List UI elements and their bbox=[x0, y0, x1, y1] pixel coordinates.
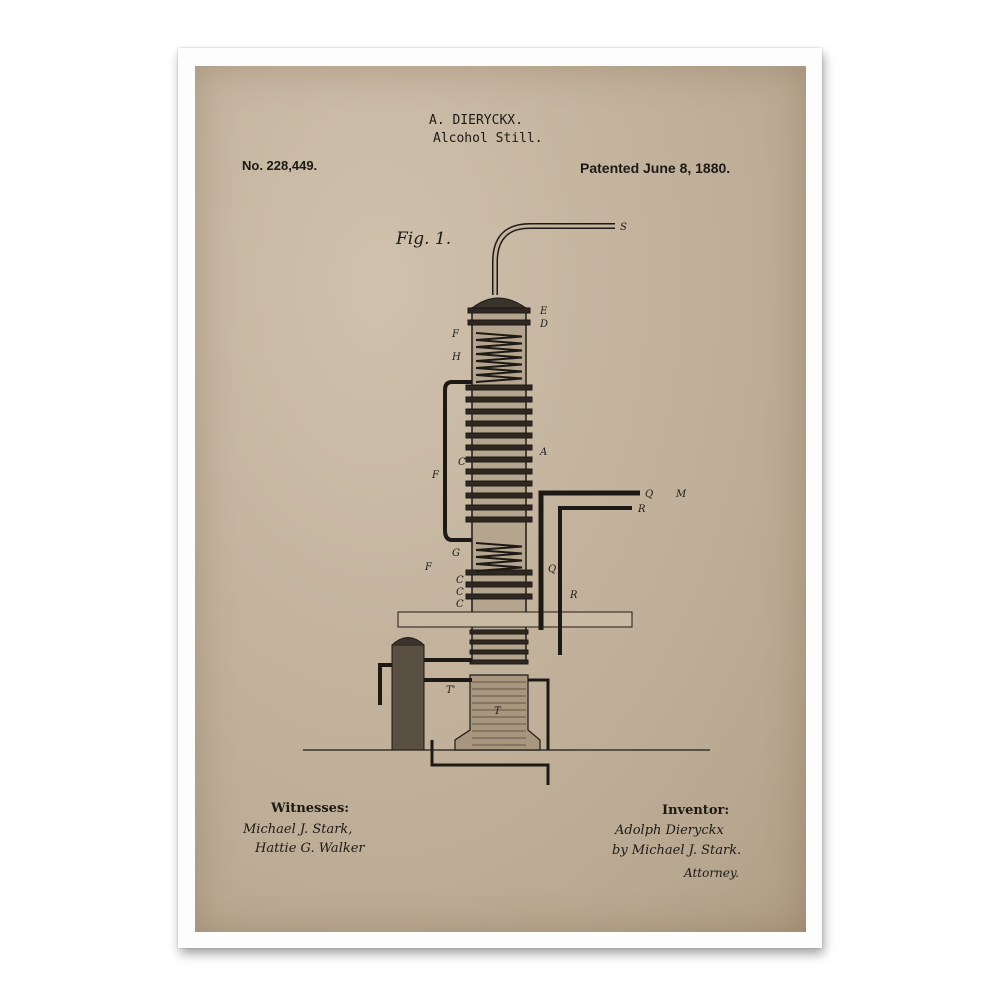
witness-signature-2: Hattie G. Walker bbox=[255, 841, 365, 856]
pipe-r bbox=[558, 506, 632, 655]
witness-signature-1: Michael J. Stark, bbox=[243, 822, 353, 837]
inventor-signature: Adolph Dieryckx bbox=[615, 823, 724, 838]
column-band bbox=[469, 659, 529, 665]
vapor-pipe bbox=[492, 223, 615, 295]
floor-board bbox=[397, 611, 633, 628]
column-plate bbox=[465, 384, 533, 391]
attorney-label: Attorney. bbox=[684, 866, 739, 880]
label-s: S bbox=[620, 222, 627, 233]
column-flange bbox=[467, 307, 531, 314]
label-f-left: F bbox=[431, 470, 440, 481]
tank-outlet bbox=[378, 663, 392, 705]
label-m: M bbox=[675, 489, 687, 500]
coil bbox=[475, 332, 523, 383]
column-plate bbox=[465, 569, 533, 576]
label-e: E bbox=[539, 306, 548, 317]
column-band bbox=[469, 649, 529, 655]
column-band bbox=[469, 639, 529, 645]
patent-date: Patented June 8, 1880. bbox=[580, 160, 731, 176]
column-plate bbox=[465, 581, 533, 588]
label-t: T bbox=[494, 706, 502, 717]
column-plate bbox=[465, 468, 533, 475]
label-h: H bbox=[451, 352, 461, 363]
label-c1: C bbox=[456, 575, 464, 586]
side-pipe bbox=[528, 678, 550, 750]
connecting-pipes bbox=[424, 658, 472, 682]
label-c-mid: C bbox=[458, 457, 466, 468]
column-plate bbox=[465, 432, 533, 439]
column-plate bbox=[465, 444, 533, 451]
label-r-top: R bbox=[637, 504, 646, 515]
label-d: D bbox=[539, 319, 548, 330]
return-pipe bbox=[443, 380, 472, 542]
column-dome bbox=[470, 297, 528, 309]
label-q-side: Q bbox=[548, 564, 556, 575]
label-f-low: F bbox=[424, 562, 433, 573]
label-a: A bbox=[539, 447, 547, 458]
column-plate bbox=[465, 480, 533, 487]
tank-dome bbox=[391, 637, 425, 646]
column-plate bbox=[465, 504, 533, 511]
column-plate bbox=[465, 456, 533, 463]
brick-lines bbox=[472, 681, 526, 746]
label-f-top: F bbox=[451, 329, 460, 340]
figure-label: Fig. 1. bbox=[396, 229, 452, 249]
column-plate bbox=[465, 420, 533, 427]
label-r-side: R bbox=[569, 590, 578, 601]
patent-title: Alcohol Still. bbox=[433, 131, 543, 146]
label-c3: C bbox=[456, 599, 464, 610]
condenser-coils bbox=[475, 332, 523, 572]
column-flange bbox=[467, 319, 531, 326]
label-t-prime: T' bbox=[446, 685, 455, 696]
coil bbox=[475, 542, 523, 572]
column-plate bbox=[465, 492, 533, 499]
column-plate bbox=[465, 516, 533, 523]
attorney-signature: by Michael J. Stark. bbox=[612, 843, 742, 858]
column-plate bbox=[465, 593, 533, 600]
drain-pipe bbox=[430, 740, 550, 785]
label-g: G bbox=[452, 548, 460, 559]
column-plate bbox=[465, 396, 533, 403]
patent-number: No. 228,449. bbox=[242, 158, 318, 173]
inventor-label: Inventor: bbox=[662, 803, 730, 818]
pipe-q bbox=[538, 490, 640, 630]
feed-tank bbox=[391, 644, 425, 751]
column-rings bbox=[465, 307, 533, 665]
witnesses-label: Witnesses: bbox=[271, 801, 350, 816]
vapor-pipe-inner bbox=[493, 224, 615, 295]
label-c2: C bbox=[456, 587, 464, 598]
inventor-heading: A. DIERYCKX. bbox=[429, 113, 523, 128]
column-plate bbox=[465, 408, 533, 415]
label-q-top: Q bbox=[645, 489, 653, 500]
column-band bbox=[469, 629, 529, 635]
